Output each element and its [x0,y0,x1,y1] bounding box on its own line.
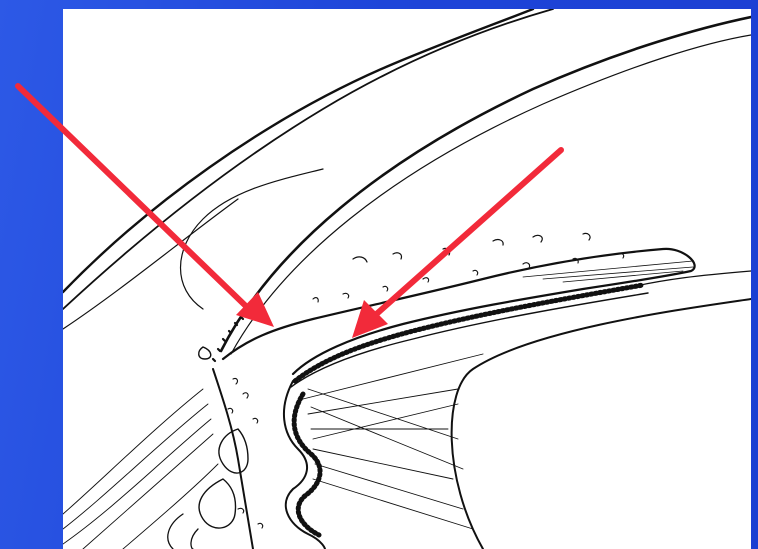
anatomy-illustration-panel [63,9,751,549]
zonule-fibers [303,354,483,529]
cornea-inner-line [63,199,238,329]
cornea-curve-inner [231,35,751,354]
ciliary-muscle-fibers [63,389,218,549]
schlemm-canal [199,347,211,359]
cornea-curve [221,17,751,351]
iris-crypt-detail-1 [353,233,590,262]
iris-pigment-layer [295,285,643,381]
lens-outline [452,299,751,549]
outer-sclera-line-2 [63,9,553,309]
anterior-chamber-loop [181,169,324,309]
ciliary-body-outline [213,369,325,549]
ciliary-process-3 [168,514,198,549]
outer-sclera-line [63,9,533,292]
ciliary-process-2 [199,479,235,528]
eye-anatomy-drawing [63,9,751,549]
